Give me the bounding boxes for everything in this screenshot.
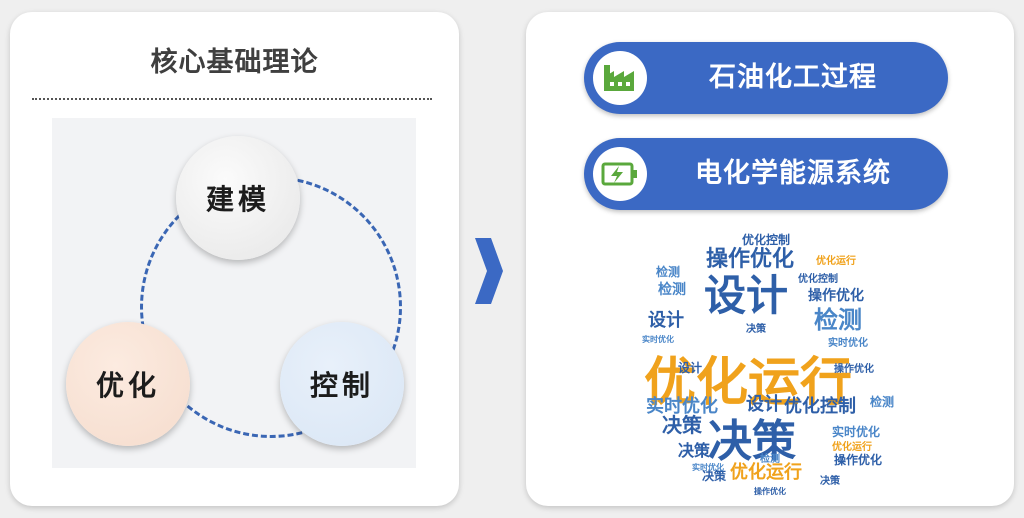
word-cloud-term: 设计: [746, 393, 782, 415]
word-cloud-term: 设计: [678, 360, 702, 375]
word-cloud-term: 优化控制: [798, 272, 838, 285]
application-petrochemical: 石油化工过程: [584, 42, 948, 114]
word-cloud-term: 操作优化: [706, 246, 794, 272]
battery-charging-icon: [593, 147, 647, 201]
word-cloud-term: 设计: [704, 271, 788, 320]
word-cloud-term: 决策: [708, 416, 796, 467]
word-cloud-term: 决策: [678, 441, 711, 460]
word-cloud-term: 优化控制: [784, 395, 856, 417]
modeling-node: 建模: [176, 136, 300, 260]
application-label: 电化学能源系统: [695, 158, 891, 189]
word-cloud-term: 检测: [658, 281, 686, 298]
word-cloud-term: 设计: [648, 309, 684, 331]
word-cloud-term: 操作优化: [754, 486, 786, 496]
word-cloud-term: 实时优化: [828, 336, 868, 349]
word-cloud-term: 优化运行: [730, 461, 802, 483]
word-cloud-term: 决策: [820, 474, 841, 487]
core-theory-panel: 核心基础理论 建模 优化 控制: [10, 12, 459, 506]
chevron-right-icon: [475, 238, 503, 304]
word-cloud-term: 决策: [702, 468, 727, 483]
word-cloud-term: 决策: [662, 413, 703, 437]
word-cloud-term: 实时优化: [646, 395, 718, 417]
factory-icon: [593, 51, 647, 105]
word-cloud-term: 操作优化: [808, 287, 864, 304]
word-cloud-term: 实时优化: [832, 424, 880, 439]
word-cloud-term: 优化运行: [832, 440, 872, 453]
word-cloud-term: 检测: [760, 452, 780, 465]
application-electrochemical: 电化学能源系统: [584, 138, 948, 210]
word-cloud-term: 优化运行: [644, 353, 852, 413]
application-label: 石油化工过程: [709, 62, 877, 93]
control-node: 控制: [280, 322, 404, 446]
word-cloud-term: 优化控制: [742, 232, 790, 247]
word-cloud-term: 实时优化: [692, 462, 724, 472]
word-cloud-term: 检测: [870, 394, 894, 409]
word-cloud-term: 操作优化: [834, 362, 874, 375]
word-cloud-term: 操作优化: [834, 452, 882, 467]
word-cloud-term: 优化运行: [816, 254, 856, 267]
word-cloud-term: 检测: [656, 264, 680, 279]
word-cloud-term: 实时优化: [642, 334, 674, 344]
title-divider: [32, 98, 432, 100]
word-cloud-term: 决策: [746, 322, 767, 335]
word-cloud-term: 检测: [814, 306, 862, 334]
panel-title: 核心基础理论: [150, 47, 319, 78]
optimization-node: 优化: [66, 322, 190, 446]
theory-cycle-diagram: 建模 优化 控制: [52, 118, 416, 468]
word-cloud: 优化控制操作优化检测优化运行检测优化控制操作优化设计检测设计实时优化决策优化运行…: [642, 232, 894, 496]
